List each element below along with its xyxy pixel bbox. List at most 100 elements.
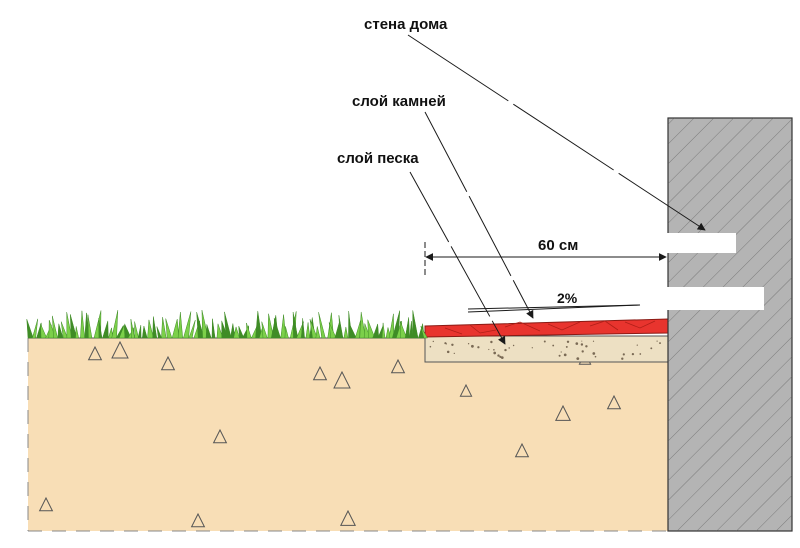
- grass-blade: [404, 317, 410, 339]
- sand-grain: [575, 342, 579, 345]
- grass-blade: [57, 323, 64, 339]
- stone-speck-icon: [312, 365, 328, 381]
- stones-label: слой камней: [352, 93, 446, 110]
- grass-blade: [301, 318, 305, 339]
- grass-blade: [75, 326, 79, 339]
- grass-blade: [238, 326, 245, 339]
- wall-recess-upper: [664, 233, 736, 253]
- sand-grain: [508, 347, 510, 349]
- stones-leader: слой камней: [352, 93, 534, 319]
- grass-blade: [224, 311, 232, 339]
- grass-blade: [156, 326, 163, 339]
- grass-blade: [40, 323, 48, 339]
- grass-blade: [338, 315, 344, 339]
- sand-grain: [592, 352, 596, 355]
- grass-blade: [130, 319, 135, 339]
- sand-grain: [631, 352, 635, 356]
- grass-blade: [201, 310, 209, 339]
- sand-grain: [471, 344, 474, 348]
- grass-blade: [60, 321, 68, 339]
- sand-grain: [497, 354, 500, 357]
- grass-blade: [400, 321, 408, 339]
- grass-blade: [102, 320, 109, 339]
- sand-grain: [563, 353, 567, 357]
- sand-grain: [650, 347, 653, 350]
- sand-grain: [558, 354, 561, 357]
- stone-speck-icon: [190, 512, 206, 528]
- grass-blade: [392, 310, 400, 339]
- sand-grain: [622, 353, 625, 356]
- sand-grain: [552, 344, 555, 347]
- grass-blade: [409, 321, 414, 339]
- sand-grain: [592, 340, 595, 342]
- sand-grain: [639, 353, 642, 355]
- sand-grain: [560, 351, 562, 353]
- stone-speck-icon: [339, 509, 357, 526]
- stone-speck-icon: [38, 496, 54, 512]
- stone-speck-icon: [514, 442, 530, 458]
- sand-grain: [444, 342, 447, 345]
- grass-blade: [359, 311, 366, 339]
- stone-layer: [424, 318, 669, 338]
- grass-blade: [343, 326, 349, 339]
- sand-grain: [594, 355, 597, 358]
- grass-blade: [134, 321, 139, 339]
- grass-blade: [152, 316, 158, 339]
- sand-grain: [585, 345, 588, 348]
- wall-label: стена дома: [364, 16, 448, 33]
- sand-grain: [477, 346, 480, 349]
- house-wall: [664, 117, 793, 532]
- sand-grain-icons: [429, 340, 661, 360]
- stone-speck-icon: [554, 404, 572, 421]
- grass-blade: [108, 327, 114, 339]
- grass-blade: [66, 312, 73, 339]
- grass-blade: [388, 313, 395, 339]
- sand-grain: [581, 350, 584, 353]
- sand-grain: [467, 343, 470, 345]
- sand-grain: [656, 340, 658, 342]
- sand-grain: [493, 348, 495, 351]
- grass-blade: [171, 318, 180, 339]
- sand-grain: [446, 350, 450, 354]
- sand-grain: [659, 342, 661, 345]
- grass-icon: [26, 310, 428, 339]
- grass-blade: [372, 323, 380, 339]
- grass-blade: [137, 324, 142, 339]
- sand-grain: [432, 340, 434, 343]
- grass-blade: [216, 323, 224, 339]
- slope-label: 2%: [557, 290, 578, 306]
- grass-blade: [367, 319, 376, 339]
- grass-blade: [273, 317, 281, 339]
- grass-blade: [80, 310, 85, 339]
- sand-layer: [424, 335, 669, 363]
- sand-grain: [504, 348, 507, 352]
- grass-blade: [147, 319, 154, 339]
- sand-grain: [566, 340, 570, 344]
- width-dimension: 60 см: [424, 237, 667, 276]
- grass-blade: [26, 319, 34, 339]
- grass-blade: [305, 322, 311, 339]
- stone-speck-icon: [212, 428, 228, 444]
- grass-blade: [183, 311, 192, 339]
- grass-blade: [354, 320, 361, 339]
- sand-grain: [488, 348, 490, 351]
- sand-grain: [565, 345, 568, 348]
- grass-blade: [161, 317, 167, 339]
- stone-speck-icon: [87, 345, 103, 361]
- grass-blade: [349, 325, 357, 339]
- grass-blade: [52, 315, 58, 339]
- slope-indicator: 2%: [467, 290, 641, 313]
- sand-grain: [490, 340, 493, 344]
- sand-grain: [500, 356, 504, 359]
- sand-grain: [499, 355, 502, 358]
- grass-blade: [70, 314, 78, 339]
- stone-speck-icon: [390, 358, 406, 374]
- grass-blade: [87, 314, 93, 339]
- grass-blade: [142, 325, 148, 339]
- grass-blade: [292, 311, 299, 339]
- grass-blade: [230, 323, 236, 339]
- stone-speck-icon: [459, 383, 473, 397]
- sand-grain: [429, 345, 432, 348]
- wall-leader: стена дома: [364, 16, 706, 231]
- grass-blade: [205, 324, 212, 339]
